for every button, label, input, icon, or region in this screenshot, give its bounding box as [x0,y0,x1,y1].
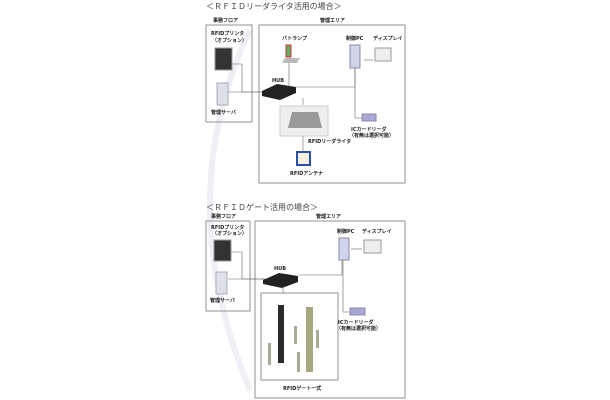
connection-lines [228,248,362,313]
gate-box [260,292,339,381]
reader-writer-body [288,112,322,128]
reader-writer-label: RFIDリーダライタ [308,138,351,145]
pc-label: 制御PC [346,35,364,42]
section-reader-writer: ＜ＲＦＩＤリーダライタ活用の場合＞ 事務フロア 管理エリア RFIDプリンタ （… [205,1,406,184]
card-reader-label: ICカードリーダ [351,126,387,133]
section-title: ＜ＲＦＩＤリーダライタ活用の場合＞ [206,1,342,11]
admin-area-box [254,220,406,399]
card-reader-icon [361,113,377,122]
hub-icon [263,273,298,288]
pc-label: 制御PC [337,228,355,235]
admin-area-box [258,24,406,184]
display-label: ディスプレイ [373,35,403,42]
printer-icon [213,239,232,262]
hub-label: HUB [272,78,284,84]
server-label: 管理サーバ [210,297,235,304]
card-reader-icon [349,307,366,316]
pc-icon [349,44,361,69]
hub-label: HUB [274,266,286,272]
printer-note: （オプション） [212,37,247,44]
patlamp-label: パトランプ [282,35,308,42]
section-title: ＜ＲＦＩＤゲート活用の場合＞ [206,202,318,212]
section-gate: ＜ＲＦＩＤゲート活用の場合＞ 事務フロア 管理エリア RFIDプリンタ （オプシ… [205,202,406,399]
office-floor-label: 事務フロア [211,213,236,220]
office-floor-label: 事務フロア [213,17,238,24]
printer-icon [214,47,233,71]
card-reader-note: （有無は選択可能） [336,325,381,332]
printer-note: （オプション） [212,230,247,237]
gate-icon [268,305,319,372]
hub-icon [262,84,296,100]
display-label: ディスプレイ [362,228,392,235]
display-icon [374,47,392,62]
display-icon [363,239,382,254]
server-label: 管理サーバ [211,109,236,116]
card-reader-note: （有無は選択可能） [349,132,394,139]
connection-lines [228,58,373,152]
pc-icon [338,237,350,261]
antenna-icon [296,151,311,166]
server-icon [215,271,228,295]
office-floor-box [205,24,253,123]
patlamp-base [282,58,300,63]
admin-area-label: 管理エリア [316,213,341,220]
printer-label: RFIDプリンタ [211,30,244,37]
server-icon [216,82,229,106]
office-floor-box [205,220,251,312]
decorative-arc [207,28,253,392]
patlamp-icon [285,44,292,58]
antenna-label: RFIDアンテナ [290,171,323,177]
gate-label: RFIDゲート一式 [283,385,321,392]
admin-area-label: 管理エリア [320,17,345,24]
printer-label: RFIDプリンタ [211,224,244,231]
card-reader-label: ICカードリーダ [338,319,374,326]
